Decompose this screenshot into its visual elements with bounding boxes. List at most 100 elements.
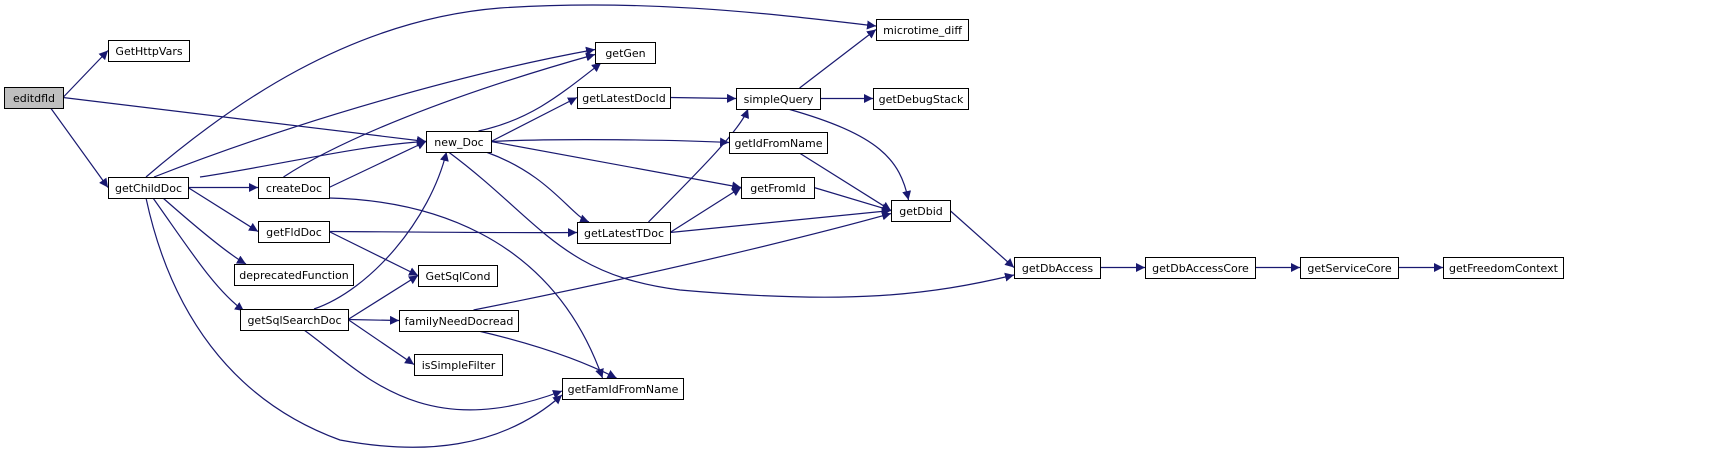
- node-getFromId[interactable]: getFromId: [741, 177, 815, 199]
- node-box: [595, 42, 656, 64]
- edge-getLatestDocId-to-simpleQuery: [669, 93, 737, 103]
- node-microtime_diff[interactable]: microtime_diff: [876, 19, 969, 41]
- edge-getChildDoc-to-getFamIdFromName: [145, 197, 563, 448]
- node-isSimpleFilter[interactable]: isSimpleFilter: [414, 354, 503, 376]
- edge-getSqlSearchDoc-to-new_Doc: [313, 151, 449, 310]
- edge-simpleQuery-to-getDbid: [787, 108, 912, 201]
- node-getServiceCore[interactable]: getServiceCore: [1300, 257, 1399, 279]
- node-box: [1145, 257, 1256, 279]
- node-label: getGen: [605, 47, 645, 60]
- node-box: [876, 19, 969, 41]
- node-getSqlSearchDoc[interactable]: getSqlSearchDoc: [240, 309, 349, 331]
- node-box: [108, 177, 189, 199]
- node-label: getFromId: [750, 182, 806, 195]
- node-editdfld[interactable]: editdfld: [4, 87, 64, 109]
- node-label: new_Doc: [434, 136, 483, 149]
- edge-getLatestTDoc-to-getFromId: [669, 186, 742, 234]
- node-box: [418, 265, 498, 287]
- node-box: [258, 221, 330, 243]
- node-getDbid[interactable]: getDbid: [891, 200, 951, 222]
- node-GetSqlCond[interactable]: GetSqlCond: [418, 265, 498, 287]
- edge-new_Doc-to-getLatestTDoc: [485, 151, 590, 224]
- edge-simpleQuery-to-microtime_diff: [799, 29, 877, 89]
- node-label: simpleQuery: [744, 93, 814, 106]
- node-box: [577, 222, 671, 244]
- node-label: getFamIdFromName: [568, 383, 679, 396]
- node-deprecatedFunction[interactable]: deprecatedFunction: [234, 264, 354, 286]
- edge-getLatestTDoc-to-getDbid: [669, 206, 892, 234]
- node-getLatestDocId[interactable]: getLatestDocId: [577, 87, 671, 109]
- edge-new_Doc-to-getIdFromName: [490, 137, 730, 147]
- node-label: getIdFromName: [735, 137, 823, 150]
- node-getGen[interactable]: getGen: [595, 42, 656, 64]
- edge-familyNeedDocread-to-getDbid: [473, 211, 892, 311]
- node-box: [1443, 257, 1564, 279]
- node-getFamIdFromName[interactable]: getFamIdFromName: [562, 378, 684, 400]
- edge-editdfld-to-new_Doc: [62, 96, 427, 145]
- edge-getSqlSearchDoc-to-familyNeedDocread: [347, 315, 400, 325]
- edge-editdfld-to-GetHttpVars: [62, 50, 109, 98]
- node-new_Doc[interactable]: new_Doc: [426, 131, 492, 153]
- node-getFreedomContext[interactable]: getFreedomContext: [1443, 257, 1564, 279]
- nodes: editdfld GetHttpVars getChildDoc new_Doc mic…: [4, 19, 1564, 400]
- edge-getFromId-to-getDbid: [813, 186, 892, 213]
- node-label: getDebugStack: [879, 93, 964, 106]
- edge-new_Doc-to-getFromId: [490, 140, 742, 191]
- node-label: getDbAccess: [1022, 262, 1093, 275]
- edge-familyNeedDocread-to-getFamIdFromName: [478, 330, 617, 379]
- node-label: GetSqlCond: [426, 270, 491, 283]
- node-getFldDoc[interactable]: getFldDoc: [258, 221, 330, 243]
- node-box: [577, 87, 671, 109]
- edge-new_Doc-to-getGen: [478, 62, 602, 132]
- edge-getChildDoc-to-deprecatedFunction: [162, 197, 247, 265]
- edge-getChildDoc-to-getFldDoc: [187, 186, 259, 233]
- edge-getDbid-to-getDbAccess: [949, 210, 1015, 268]
- edge-getSqlSearchDoc-to-getFamIdFromName: [303, 329, 563, 411]
- edge-getFldDoc-to-GetSqlCond: [328, 230, 419, 277]
- edges: [50, 4, 1443, 448]
- edge-getIdFromName-to-getDbid: [799, 152, 892, 212]
- node-label: getServiceCore: [1307, 262, 1391, 275]
- node-label: createDoc: [266, 182, 322, 195]
- node-label: isSimpleFilter: [422, 359, 496, 372]
- edge-new_Doc-to-getDbAccess: [448, 151, 1015, 298]
- node-label: deprecatedFunction: [239, 269, 348, 282]
- node-familyNeedDocread[interactable]: familyNeedDocread: [399, 310, 519, 332]
- node-box: [729, 132, 828, 154]
- node-box: [240, 309, 349, 331]
- edge-getLatestTDoc-to-simpleQuery: [648, 108, 749, 223]
- node-label: microtime_diff: [883, 24, 962, 37]
- node-box: [891, 200, 951, 222]
- node-label: getFreedomContext: [1449, 262, 1559, 275]
- node-getChildDoc[interactable]: getChildDoc: [108, 177, 189, 199]
- node-box: [399, 310, 519, 332]
- node-label: getFldDoc: [266, 226, 322, 239]
- node-label: getDbid: [899, 205, 943, 218]
- node-box: [741, 177, 815, 199]
- node-getIdFromName[interactable]: getIdFromName: [729, 132, 828, 154]
- node-getLatestTDoc[interactable]: getLatestTDoc: [577, 222, 671, 244]
- node-getDebugStack[interactable]: getDebugStack: [873, 88, 969, 110]
- edge-createDoc-to-getFamIdFromName: [328, 197, 604, 379]
- node-label: getSqlSearchDoc: [247, 314, 341, 327]
- edge-getSqlSearchDoc-to-GetSqlCond: [347, 274, 419, 321]
- node-box: [4, 87, 64, 109]
- node-box: [258, 177, 330, 199]
- node-getDbAccessCore[interactable]: getDbAccessCore: [1145, 257, 1256, 279]
- node-box: [562, 378, 684, 400]
- node-GetHttpVars[interactable]: GetHttpVars: [108, 40, 190, 62]
- node-box: [426, 131, 492, 153]
- node-box: [873, 88, 969, 110]
- node-label: GetHttpVars: [115, 45, 182, 58]
- edge-getSqlSearchDoc-to-isSimpleFilter: [347, 319, 415, 365]
- node-label: getChildDoc: [115, 182, 182, 195]
- node-simpleQuery[interactable]: simpleQuery: [736, 88, 821, 110]
- edge-new_Doc-to-getLatestDocId: [490, 96, 578, 143]
- edge-getChildDoc-to-getGen: [153, 46, 596, 178]
- node-createDoc[interactable]: createDoc: [258, 177, 330, 199]
- node-getDbAccess[interactable]: getDbAccess: [1014, 257, 1101, 279]
- edge-getChildDoc-to-getSqlSearchDoc: [152, 197, 245, 312]
- edge-getChildDoc-to-microtime_diff: [145, 4, 877, 178]
- edge-getFldDoc-to-getLatestTDoc: [328, 228, 578, 238]
